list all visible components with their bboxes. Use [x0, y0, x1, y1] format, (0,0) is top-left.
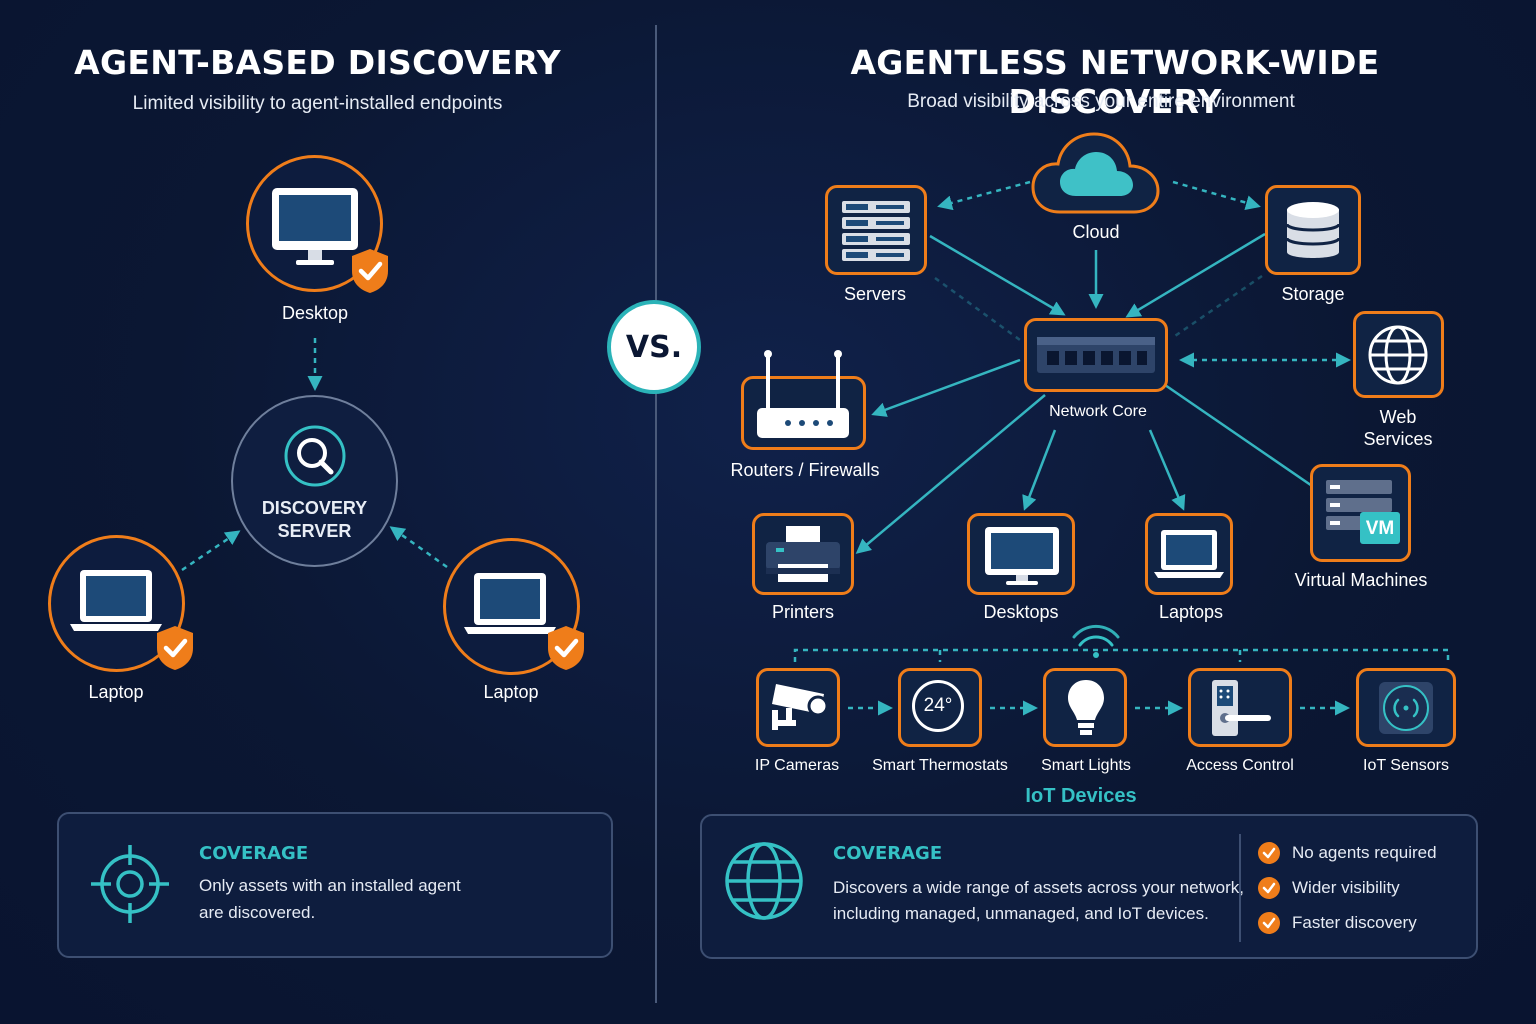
- right-coverage-line1: Discovers a wide range of assets across …: [833, 878, 1245, 897]
- ip-cameras-label: IP Cameras: [754, 757, 840, 774]
- iot-devices-title: IoT Devices: [1025, 785, 1137, 807]
- desktop-icon: [985, 527, 1059, 585]
- shield-check-icon: [352, 249, 388, 293]
- web-label-line2: Services: [1363, 429, 1433, 449]
- discovery-server-node: [231, 395, 398, 567]
- check-icon: [1258, 842, 1280, 864]
- cloud-to-storage-line: [1172, 180, 1261, 210]
- cloud-icon: [1031, 132, 1160, 214]
- benefit-item: Wider visibility: [1258, 877, 1400, 899]
- servers-to-core-line: [929, 234, 1066, 316]
- access-control-node: [1188, 668, 1292, 747]
- target-icon: [91, 845, 169, 923]
- network-core-label: Network Core: [1049, 403, 1147, 420]
- access-control-label: Access Control: [1186, 757, 1294, 774]
- vm-badge: VM: [1365, 518, 1395, 539]
- desktop-icon: [272, 188, 358, 265]
- servers-faint-line: [934, 276, 1021, 342]
- shield-check-icon: [157, 626, 193, 670]
- router-icon: [757, 350, 849, 438]
- check-icon: [1258, 912, 1280, 934]
- network-switch-icon: [1037, 337, 1155, 373]
- storage-to-core-line: [1125, 232, 1266, 318]
- core-to-vm-line: [1164, 383, 1319, 492]
- virtual-machines-label: Virtual Machines: [1294, 570, 1428, 590]
- vs-badge: VS.: [607, 300, 701, 394]
- wifi-icon: [1072, 624, 1120, 658]
- left-subtitle: Limited visibility to agent-installed en…: [132, 93, 503, 114]
- desktop-label: Desktop: [281, 303, 349, 323]
- database-icon: [1285, 202, 1341, 258]
- web-label-line1: Web: [1379, 407, 1417, 427]
- thermostats-label: Smart Thermostats: [872, 757, 1008, 774]
- left-coverage-line1: Only assets with an installed agent: [199, 876, 461, 895]
- core-to-routers-line: [871, 358, 1021, 417]
- server-label-line1: DISCOVERY: [261, 498, 368, 518]
- thermostat-dial-icon: 24°: [912, 680, 964, 732]
- core-to-laptops-line: [1148, 429, 1186, 511]
- iot-bus-line: [793, 648, 1450, 662]
- sensor-icon: [1379, 682, 1433, 734]
- right-coverage-line2: including managed, unmanaged, and IoT de…: [833, 904, 1209, 923]
- right-subtitle: Broad visibility across your entire envi…: [907, 91, 1295, 112]
- smart-lights-label: Smart Lights: [1041, 757, 1131, 774]
- laptop-icon: [1154, 530, 1224, 578]
- panel-divider: [1239, 834, 1241, 942]
- benefit-item: No agents required: [1258, 842, 1437, 864]
- left-coverage-heading: COVERAGE: [199, 843, 309, 864]
- lightbulb-icon: [1068, 680, 1104, 735]
- cloud-label: Cloud: [1072, 222, 1120, 242]
- right-coverage-text: Discovers a wide range of assets across …: [833, 875, 1244, 927]
- iot-sensors-label: IoT Sensors: [1363, 757, 1449, 774]
- laptop-icon: [464, 573, 556, 634]
- laptop-left-to-server-line: [181, 530, 241, 572]
- laptop-left-label: Laptop: [88, 682, 144, 702]
- printers-label: Printers: [771, 602, 835, 622]
- desktops-label: Desktops: [983, 602, 1059, 622]
- left-title: AGENT-BASED DISCOVERY: [74, 43, 561, 82]
- server-label-line2: SERVER: [277, 521, 352, 541]
- web-services-label: Web Services: [1363, 406, 1432, 450]
- check-icon: [1258, 877, 1280, 899]
- right-coverage-panel: [700, 814, 1478, 959]
- door-lock-icon: [1212, 680, 1271, 736]
- globe-icon: [725, 842, 803, 920]
- laptop-right-to-server-line: [389, 526, 448, 569]
- laptop-icon: [70, 570, 162, 631]
- right-coverage-heading: COVERAGE: [833, 843, 943, 864]
- cloud-to-servers-line: [937, 180, 1031, 211]
- benefit-text: Wider visibility: [1292, 878, 1400, 897]
- storage-faint-line: [1171, 274, 1263, 340]
- core-to-desktops-line: [1022, 429, 1057, 511]
- center-divider: [655, 25, 657, 1003]
- core-to-printers-line: [855, 394, 1046, 554]
- laptops-label: Laptops: [1158, 602, 1224, 622]
- vm-server-icon: [1326, 480, 1400, 544]
- routers-label: Routers / Firewalls: [730, 460, 880, 480]
- left-coverage-text: Only assets with an installed agent are …: [199, 872, 461, 926]
- laptop-right-label: Laptop: [483, 682, 539, 702]
- left-coverage-line2: are discovered.: [199, 903, 316, 922]
- right-title: AGENTLESS NETWORK-WIDE DISCOVERY: [850, 43, 1380, 121]
- storage-label: Storage: [1281, 284, 1345, 304]
- globe-icon: [1368, 325, 1428, 385]
- benefit-text: Faster discovery: [1292, 913, 1417, 932]
- server-rack-icon: [842, 201, 910, 261]
- printer-icon: [766, 526, 840, 582]
- shield-check-icon: [548, 626, 584, 670]
- magnifier-icon: [284, 425, 346, 487]
- servers-label: Servers: [843, 284, 907, 304]
- security-camera-icon: [772, 684, 829, 730]
- benefit-text: No agents required: [1292, 843, 1437, 862]
- discovery-server-label: DISCOVERY SERVER: [231, 497, 398, 543]
- benefit-item: Faster discovery: [1258, 912, 1417, 934]
